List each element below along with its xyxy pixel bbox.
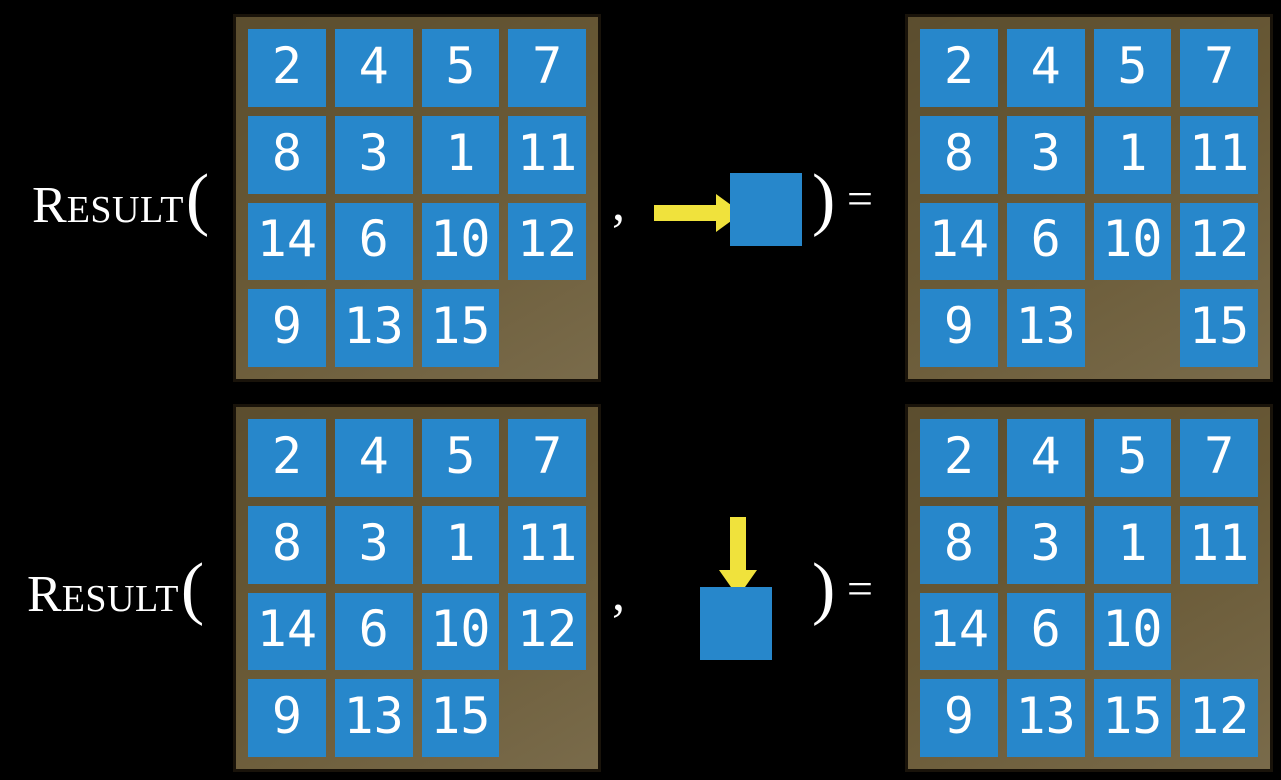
puzzle-tile-7: 7 xyxy=(508,29,586,107)
close-paren: ) xyxy=(812,161,836,238)
puzzle-tile-5: 5 xyxy=(421,29,500,107)
puzzle-tile-2: 2 xyxy=(248,419,326,497)
comma-separator: , xyxy=(612,565,625,622)
puzzle-tile-13: 13 xyxy=(1006,679,1085,757)
puzzle-tile-10: 10 xyxy=(1093,592,1172,671)
empty-cell xyxy=(1094,289,1172,367)
puzzle-tile-14: 14 xyxy=(920,592,998,671)
puzzle-tile-2: 2 xyxy=(920,419,998,497)
result-label-rest: ESULT xyxy=(61,578,179,620)
puzzle-tile-6: 6 xyxy=(334,202,413,281)
puzzle-tile-1: 1 xyxy=(1093,115,1172,194)
puzzle-tile-3: 3 xyxy=(1006,505,1085,584)
puzzle-tile-13: 13 xyxy=(334,679,413,757)
puzzle-tile-4: 4 xyxy=(1006,419,1085,497)
puzzle-tile-1: 1 xyxy=(421,115,500,194)
puzzle-tile-11: 11 xyxy=(508,115,586,194)
puzzle-tile-4: 4 xyxy=(1006,29,1085,107)
puzzle-tile-7: 7 xyxy=(1180,29,1258,107)
equals-sign: = xyxy=(847,563,873,614)
arrow-down-shape xyxy=(719,517,757,597)
empty-cell xyxy=(1180,593,1258,671)
puzzle-tile-14: 14 xyxy=(248,202,326,281)
puzzle-tile-13: 13 xyxy=(334,289,413,367)
puzzle-tile-14: 14 xyxy=(920,202,998,281)
puzzle-tile-14: 14 xyxy=(248,592,326,671)
result-label-lead: R xyxy=(32,177,67,234)
puzzle-tile-4: 4 xyxy=(334,29,413,107)
puzzle-tile-12: 12 xyxy=(1180,679,1258,757)
puzzle-tile-1: 1 xyxy=(1093,505,1172,584)
puzzle-tile-3: 3 xyxy=(334,505,413,584)
equals-sign: = xyxy=(847,173,873,224)
puzzle-tile-3: 3 xyxy=(334,115,413,194)
puzzle-tile-11: 11 xyxy=(1180,115,1258,194)
arrow-down-icon xyxy=(719,517,757,597)
puzzle-tile-13: 13 xyxy=(1006,289,1085,367)
arrow-right-shape xyxy=(654,194,742,232)
puzzle-tile-9: 9 xyxy=(248,679,326,757)
puzzle-tile-10: 10 xyxy=(1093,202,1172,281)
open-paren: ( xyxy=(180,550,205,627)
puzzle-tile-8: 8 xyxy=(920,505,998,584)
puzzle-tile-7: 7 xyxy=(1180,419,1258,497)
close-paren: ) xyxy=(812,550,836,627)
result-label-rest: ESULT xyxy=(66,189,184,231)
puzzle-tile-6: 6 xyxy=(334,592,413,671)
arrow-right-icon xyxy=(654,194,742,232)
puzzle-tile-10: 10 xyxy=(421,202,500,281)
open-paren: ( xyxy=(185,161,210,238)
puzzle-tile-15: 15 xyxy=(1180,289,1258,367)
puzzle-tile-2: 2 xyxy=(248,29,326,107)
puzzle-tile-11: 11 xyxy=(1180,505,1258,584)
puzzle-tile-11: 11 xyxy=(508,505,586,584)
puzzle-tile-15: 15 xyxy=(1093,679,1172,757)
puzzle-tile-12: 12 xyxy=(508,202,586,281)
puzzle-tile-8: 8 xyxy=(248,505,326,584)
puzzle-tile-9: 9 xyxy=(920,679,998,757)
puzzle-tile-2: 2 xyxy=(920,29,998,107)
result-label-lead: R xyxy=(27,566,62,623)
comma-separator: , xyxy=(612,175,625,232)
move-tile xyxy=(700,587,772,660)
puzzle-tile-7: 7 xyxy=(508,419,586,497)
puzzle-tile-6: 6 xyxy=(1006,592,1085,671)
puzzle-tile-4: 4 xyxy=(334,419,413,497)
empty-cell xyxy=(508,679,586,757)
puzzle-tile-15: 15 xyxy=(421,679,500,757)
puzzle-tile-8: 8 xyxy=(248,115,326,194)
empty-cell xyxy=(508,289,586,367)
puzzle-tile-9: 9 xyxy=(248,289,326,367)
puzzle-tile-15: 15 xyxy=(421,289,500,367)
puzzle-tile-5: 5 xyxy=(421,419,500,497)
puzzle-tile-5: 5 xyxy=(1093,29,1172,107)
puzzle-tile-10: 10 xyxy=(421,592,500,671)
puzzle-tile-12: 12 xyxy=(508,592,586,671)
puzzle-tile-1: 1 xyxy=(421,505,500,584)
puzzle-tile-9: 9 xyxy=(920,289,998,367)
move-tile xyxy=(730,173,802,246)
puzzle-tile-12: 12 xyxy=(1180,202,1258,281)
puzzle-tile-8: 8 xyxy=(920,115,998,194)
puzzle-tile-6: 6 xyxy=(1006,202,1085,281)
puzzle-tile-3: 3 xyxy=(1006,115,1085,194)
puzzle-tile-5: 5 xyxy=(1093,419,1172,497)
